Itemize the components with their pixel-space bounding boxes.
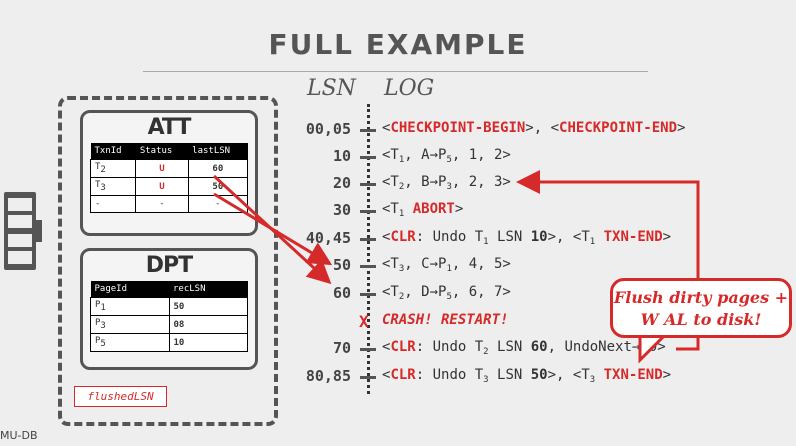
lsn-value: 70 bbox=[332, 339, 351, 357]
att-header-txnid: TxnId bbox=[90, 143, 136, 160]
log-column-header: LOG bbox=[384, 76, 435, 101]
log-entry: 80,85 <CLR: Undo T3 LSN 50>, <T3 TXN-END… bbox=[0, 367, 796, 389]
log-record: <T1 ABORT> bbox=[382, 201, 464, 219]
lsn-column-header: LSN bbox=[307, 76, 356, 101]
log-entry: 10 <T1, A→P5, 1, 2> bbox=[0, 147, 796, 169]
lsn-value: 80,85 bbox=[305, 367, 351, 385]
log-record: <T3, C→P1, 4, 5> bbox=[382, 256, 511, 274]
lsn-value: 00,05 bbox=[305, 120, 351, 138]
lsn-value: 10 bbox=[332, 147, 351, 165]
log-record: <CHECKPOINT-BEGIN>, <CHECKPOINT-END> bbox=[382, 120, 686, 136]
timeline-tick bbox=[360, 129, 376, 132]
log-entry: 00,05 <CHECKPOINT-BEGIN>, <CHECKPOINT-EN… bbox=[0, 120, 796, 142]
crash-restart-label: CRASH! RESTART! bbox=[382, 312, 509, 328]
flushed-lsn-label: flushedLSN bbox=[74, 386, 167, 407]
table-row: P5 10 bbox=[90, 333, 248, 352]
att-lastlsn-cell: 60 bbox=[187, 159, 249, 178]
log-record: <CLR: Undo T1 LSN 10>, <T1 TXN-END> bbox=[382, 229, 672, 247]
lsn-value: 50 bbox=[332, 256, 351, 274]
log-entry: 70 <CLR: Undo T2 LSN 60, UndoNext→20> bbox=[0, 339, 796, 361]
memory-chip-icon bbox=[4, 192, 42, 270]
flush-callout: Flush dirty pages + W AL to disk! bbox=[610, 278, 792, 338]
crash-marker-row: X CRASH! RESTART! bbox=[0, 312, 796, 334]
log-record: <CLR: Undo T2 LSN 60, UndoNext→20> bbox=[382, 339, 666, 357]
log-entry: 50 <T3, C→P1, 4, 5> bbox=[0, 256, 796, 278]
att-txn-cell: T2 bbox=[89, 159, 137, 178]
dpt-reclsn-cell: 10 bbox=[168, 333, 248, 352]
lsn-value: 40,45 bbox=[305, 229, 351, 247]
log-record: <T2, B→P3, 2, 3> bbox=[382, 174, 511, 192]
lsn-value: 30 bbox=[332, 201, 351, 219]
log-entry: 40,45 <CLR: Undo T1 LSN 10>, <T1 TXN-END… bbox=[0, 229, 796, 251]
timeline-tick bbox=[360, 265, 376, 268]
dpt-title: DPT bbox=[145, 253, 193, 278]
footer-label: MU-DB bbox=[0, 429, 38, 442]
att-status-cell: - bbox=[135, 195, 189, 213]
log-record: <T2, D→P5, 6, 7> bbox=[382, 284, 511, 302]
dpt-header-reclsn: recLSN bbox=[169, 281, 248, 298]
att-status-cell: U bbox=[135, 177, 189, 196]
timeline-tick bbox=[360, 210, 376, 213]
timeline-tick bbox=[360, 156, 376, 159]
callout-line-1: Flush dirty pages + bbox=[613, 288, 789, 307]
page-title: FULL EXAMPLE bbox=[268, 28, 528, 61]
table-row: P3 08 bbox=[90, 315, 248, 334]
dpt-table: PageId recLSN P1 50 P3 08 P5 10 bbox=[90, 281, 248, 352]
log-entry: 20 <T2, B→P3, 2, 3> bbox=[0, 174, 796, 196]
dpt-reclsn-cell: 08 bbox=[168, 315, 248, 334]
timeline-tick bbox=[360, 376, 376, 379]
log-entry: 60 <T2, D→P5, 6, 7> bbox=[0, 284, 796, 306]
log-entry: 30 <T1 ABORT> bbox=[0, 201, 796, 223]
att-header-status: Status bbox=[135, 143, 189, 160]
lsn-value: 60 bbox=[332, 284, 351, 302]
att-status-cell: U bbox=[135, 159, 189, 178]
dpt-page-cell: P3 bbox=[90, 315, 170, 334]
title-divider bbox=[143, 71, 648, 72]
att-title: ATT bbox=[147, 115, 192, 140]
log-record: <T1, A→P5, 1, 2> bbox=[382, 147, 511, 165]
log-record: <CLR: Undo T3 LSN 50>, <T3 TXN-END> bbox=[382, 367, 672, 385]
timeline-tick bbox=[360, 238, 376, 241]
lsn-value: 20 bbox=[332, 174, 351, 192]
timeline-tick bbox=[360, 293, 376, 296]
table-row: T2 U 60 bbox=[89, 159, 249, 178]
att-txn-cell: - bbox=[89, 195, 137, 213]
dpt-header-pageid: PageId bbox=[90, 281, 169, 298]
timeline-tick bbox=[360, 348, 376, 351]
log-timeline bbox=[367, 104, 370, 394]
crash-x-icon: X bbox=[359, 312, 369, 331]
timeline-tick bbox=[360, 183, 376, 186]
att-header-lastlsn: lastLSN bbox=[188, 143, 248, 160]
table-row: P1 50 bbox=[90, 297, 248, 316]
callout-line-2: W AL to disk! bbox=[640, 310, 762, 329]
